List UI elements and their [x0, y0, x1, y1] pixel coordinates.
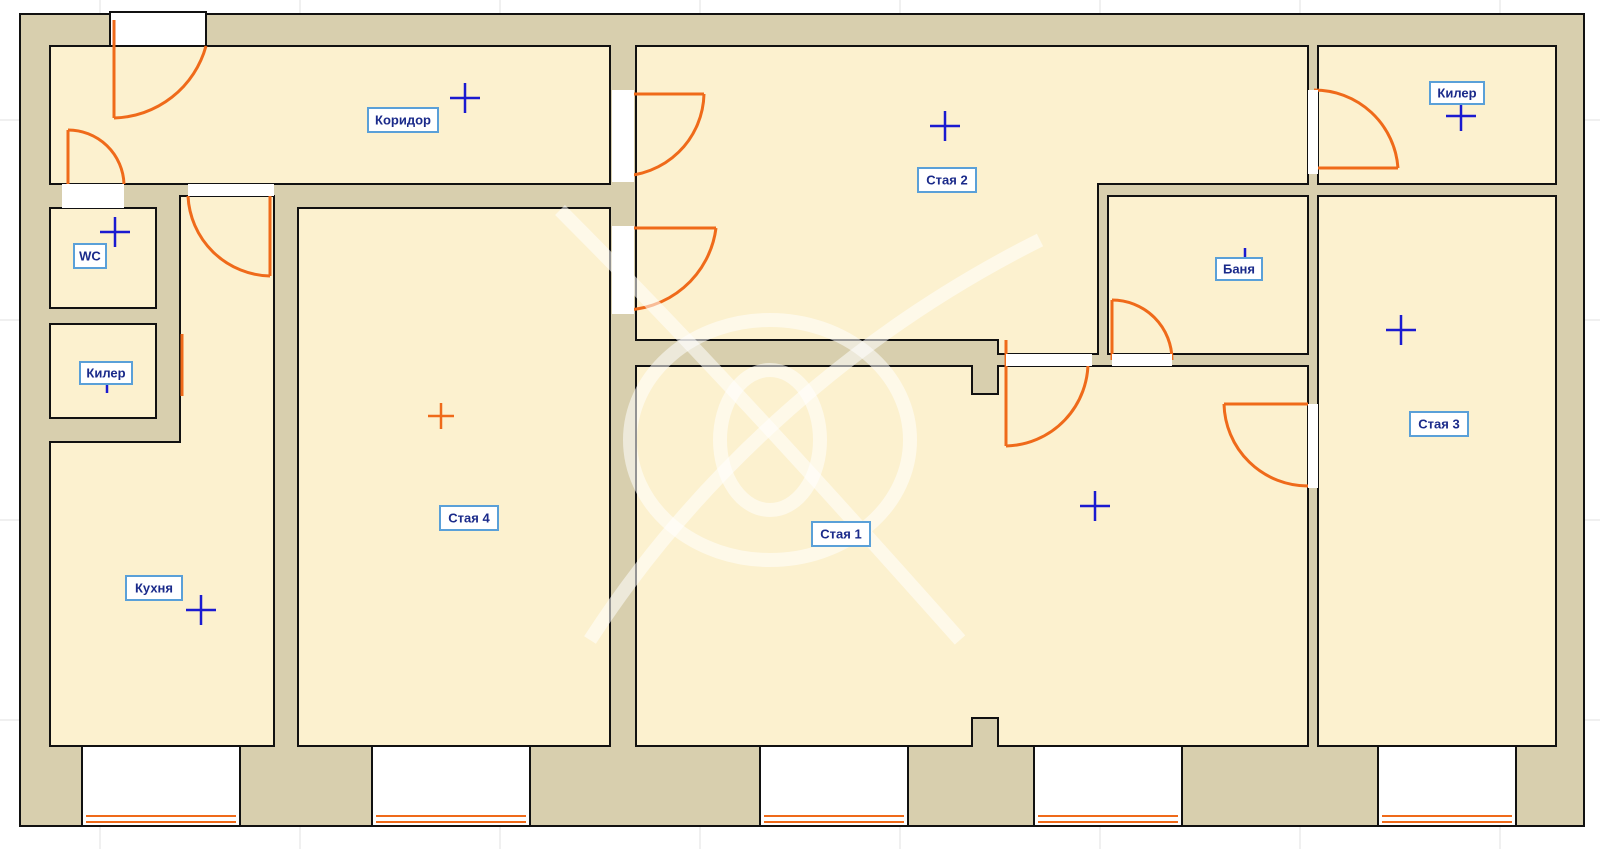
floor-closet-top-right	[1317, 45, 1557, 185]
window-icon	[759, 745, 909, 827]
door-swing-icon	[1313, 88, 1400, 170]
room-name: Стая 3	[1418, 416, 1459, 431]
floor-bathroom	[1107, 195, 1309, 355]
crosshair-icon	[450, 83, 480, 113]
room-label-room1: Стая 1	[811, 521, 871, 547]
room-label-wc: WC	[73, 243, 107, 269]
room-name: Коридор	[375, 112, 431, 127]
door-openings	[62, 90, 1318, 488]
room-label-kitchen: Кухня	[125, 575, 183, 601]
crosshair-icon	[1386, 315, 1416, 345]
window-icon	[371, 745, 531, 827]
room-label-closet-top-right: Килер	[1429, 81, 1485, 105]
room-name: Килер	[86, 365, 125, 380]
room-label-closet-left: Килер	[79, 361, 133, 385]
doors	[66, 20, 1400, 488]
room-label-bathroom: Баня	[1215, 257, 1263, 281]
door-swing-icon	[1110, 298, 1174, 361]
room-name: Баня	[1223, 261, 1255, 276]
door-swing-icon	[112, 20, 208, 120]
room-name: Стая 2	[926, 172, 967, 187]
floor-room4	[297, 207, 611, 747]
crosshair-icon	[186, 595, 216, 625]
room-label-room4: Стая 4	[439, 505, 499, 531]
room-name: Стая 4	[448, 510, 490, 525]
room-name: WC	[79, 248, 101, 263]
crosshair-icon	[100, 217, 130, 247]
crosshair-icon	[1080, 491, 1110, 521]
room-name: Стая 1	[820, 526, 861, 541]
room-floors	[49, 45, 1557, 747]
crosshair-icon	[428, 403, 454, 429]
door-swing-icon	[66, 128, 126, 185]
entrance-opening	[109, 11, 207, 47]
windows	[81, 745, 1517, 827]
door-swing-icon	[619, 226, 718, 312]
quill-logo-watermark	[555, 205, 1044, 645]
room-label-room3: Стая 3	[1409, 411, 1469, 437]
window-icon	[81, 745, 241, 827]
crosshair-icon	[1446, 101, 1476, 131]
floor-room3	[1317, 195, 1557, 747]
door-swing-icon	[186, 190, 272, 278]
window-icon	[1377, 745, 1517, 827]
door-swing-icon	[1222, 402, 1309, 488]
crosshair-icon	[930, 111, 960, 141]
room-label-room2: Стая 2	[917, 167, 977, 193]
room-label-corridor: Коридор	[367, 107, 439, 133]
room-name: Килер	[1437, 85, 1476, 100]
room-name: Кухня	[135, 580, 173, 595]
window-icon	[1033, 745, 1183, 827]
